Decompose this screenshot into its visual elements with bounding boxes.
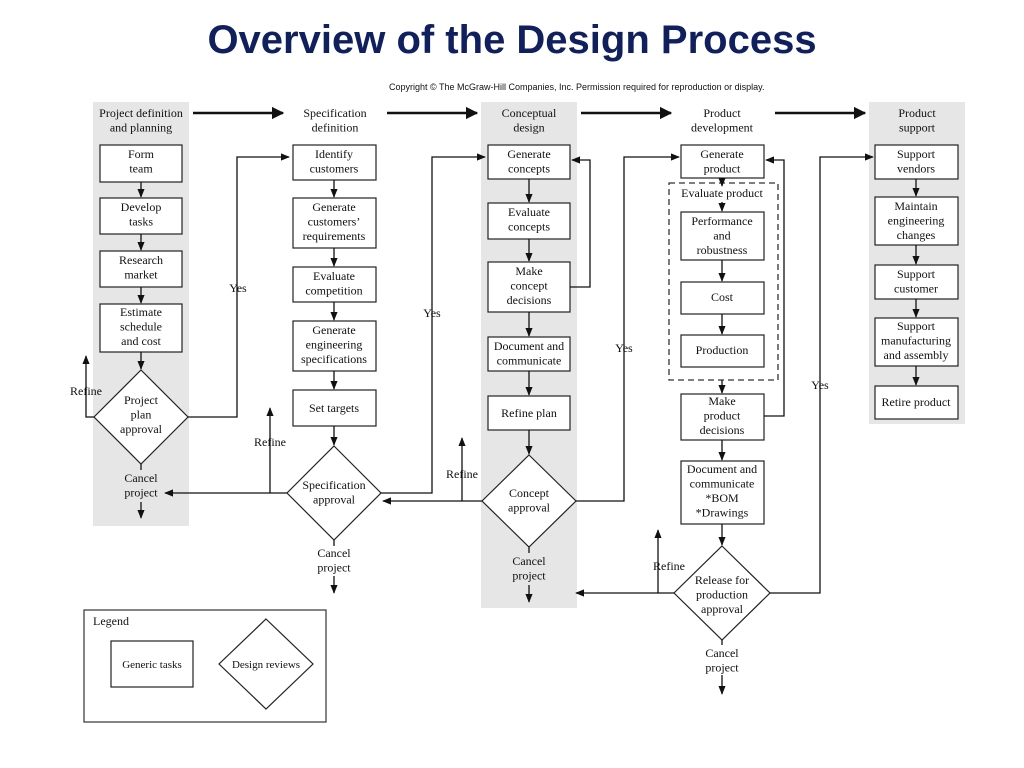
task-support-vendors — [874, 144, 959, 180]
task-production — [680, 334, 765, 368]
yes-label-3: Yes — [615, 341, 633, 355]
col4-connectors — [575, 153, 874, 695]
task-refine-plan-label: Refine plan — [501, 406, 557, 420]
task-maintain-changes — [874, 196, 959, 246]
legend-title: Legend — [93, 614, 129, 628]
col3-connectors — [382, 153, 680, 603]
refine-label-4: Refine — [653, 559, 685, 573]
task-cost — [680, 281, 765, 315]
task-form-team — [99, 144, 183, 183]
refine-label-1: Refine — [70, 384, 102, 398]
yes-label-2: Yes — [423, 306, 441, 320]
task-performance-robustness — [680, 211, 765, 261]
task-production-label: Production — [696, 343, 749, 357]
refine-label-2: Refine — [254, 435, 286, 449]
evaluate-product-label: Evaluate product — [681, 186, 763, 200]
refine-label-3: Refine — [446, 467, 478, 481]
task-estimate-schedule — [99, 303, 183, 353]
task-generate-concepts — [487, 144, 571, 180]
task-document-bom-drawings — [680, 460, 765, 525]
legend-generic-task-label: Generic tasks — [122, 659, 182, 671]
task-support-manufacturing — [874, 317, 959, 367]
copyright-notice: Copyright © The McGraw-Hill Companies, I… — [389, 82, 765, 92]
legend-design-review-label: Design reviews — [232, 659, 300, 671]
task-evaluate-competition — [292, 266, 377, 303]
legend-design-review-symbol — [218, 618, 314, 710]
task-generate-product — [680, 144, 765, 179]
task-generate-requirements — [292, 197, 377, 249]
page-title: Overview of the Design Process — [207, 18, 817, 62]
yes-label-1: Yes — [229, 281, 247, 295]
yes-label-4: Yes — [811, 378, 829, 392]
task-cost-label: Cost — [711, 290, 734, 304]
col1-connectors — [82, 153, 290, 519]
task-make-product-decisions — [680, 393, 765, 441]
task-make-concept-decisions — [487, 261, 571, 313]
task-refine-plan — [487, 395, 571, 431]
task-develop-tasks — [99, 197, 183, 235]
legend-generic-task-symbol — [110, 640, 194, 688]
task-retire-product-label: Retire product — [882, 395, 952, 409]
task-set-targets-label: Set targets — [309, 401, 359, 415]
task-retire-product — [874, 385, 959, 420]
task-research-market — [99, 250, 183, 288]
task-document-communicate — [487, 336, 571, 372]
col2-connectors — [164, 153, 486, 594]
task-generate-specifications — [292, 320, 377, 372]
task-support-customer — [874, 264, 959, 300]
task-evaluate-concepts — [487, 202, 571, 240]
